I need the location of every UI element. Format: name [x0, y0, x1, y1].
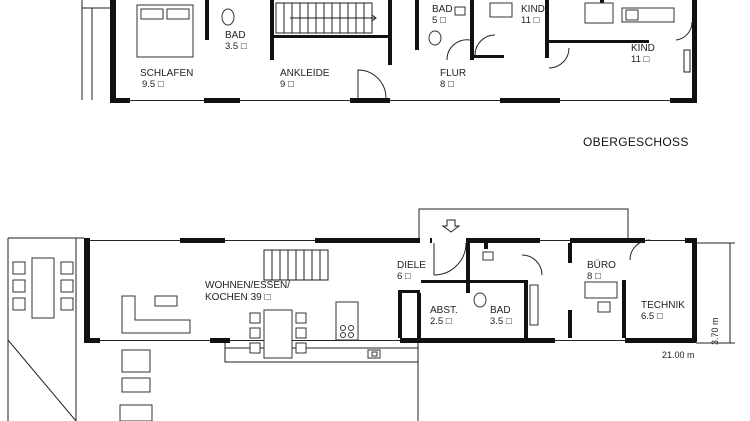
room-area-buero: 8 [587, 271, 592, 282]
floor-title-obergeschoss: OBERGESCHOSS [583, 135, 689, 149]
room-label-kind-1: KIND [521, 4, 545, 15]
svg-text:8 □: 8 □ [440, 79, 454, 90]
room-label-diele: DIELE [397, 260, 426, 271]
room-area-diele: 6 [397, 271, 402, 282]
upper-right-wall [692, 0, 697, 103]
svg-text:KOCHEN 39 □: KOCHEN 39 □ [205, 292, 271, 303]
room-area-abst: 2.5 [430, 316, 443, 327]
svg-text:9 □: 9 □ [280, 79, 294, 90]
kitchen-unit [335, 301, 359, 341]
garden-table [31, 257, 55, 319]
room-area-technik: 6.5 [641, 311, 654, 322]
sofa [121, 295, 191, 334]
room-area-ankleide: 9 [280, 79, 285, 90]
room-area-kind-1: 11 [521, 15, 531, 26]
entrance-canopy [418, 208, 629, 242]
room-label-technik: TECHNIK [641, 300, 685, 311]
upper-floor-plan: SCHLAFEN 9.5 □ BAD 3.5 □ ANKLEIDE 9 □ BA… [81, 0, 697, 149]
room-area-bad-2: 5 [432, 15, 437, 26]
room-label-bad-2: BAD [432, 4, 453, 15]
room-label-kind-2: KIND [631, 43, 655, 54]
room-area-schlafen: 9.5 [142, 79, 155, 90]
room-area-kind-2: 11 [631, 54, 641, 65]
ground-left-wall [84, 238, 90, 342]
room-area-bad-1: 3.5 [225, 41, 238, 52]
room-area-flur: 8 [440, 79, 445, 90]
room-label-flur: FLUR [440, 68, 466, 79]
room-label-bad-ground: BAD [490, 305, 511, 316]
entrance-arrow-icon [441, 219, 461, 233]
room-label-wohnen-essen: WOHNEN/ESSEN/ [205, 280, 290, 291]
room-label-ankleide: ANKLEIDE [280, 68, 330, 79]
ground-right-wall [692, 238, 697, 342]
room-area-bad-ground: 3.5 [490, 316, 503, 327]
room-area-wohnen: 39 [251, 292, 263, 303]
svg-text:3.5 □: 3.5 □ [225, 41, 247, 52]
room-label-kochen: KOCHEN [205, 292, 248, 303]
svg-text:5 □: 5 □ [432, 15, 446, 26]
room-label-abst: ABST. [430, 305, 458, 316]
upper-left-wall [110, 0, 116, 103]
room-label-buero: BÜRO [587, 259, 616, 271]
svg-text:9.5 □: 9.5 □ [142, 79, 164, 90]
svg-text:6.5 □: 6.5 □ [641, 311, 663, 322]
ground-top-wall [84, 238, 696, 243]
svg-text:2.5 □: 2.5 □ [430, 316, 452, 327]
svg-text:11 □: 11 □ [521, 15, 540, 26]
dining-table [263, 309, 293, 359]
svg-text:8 □: 8 □ [587, 271, 601, 282]
dimension-length: 21.00 m [662, 350, 695, 360]
room-label-bad-1: BAD [225, 30, 246, 41]
svg-text:3.5 □: 3.5 □ [490, 316, 512, 327]
ground-floor-plan: WOHNEN/ESSEN/ KOCHEN 39 □ DIELE 6 □ ABST… [7, 208, 735, 421]
room-label-schlafen: SCHLAFEN [140, 68, 193, 79]
dimension-width: 3.70 m [710, 317, 720, 345]
svg-text:11 □: 11 □ [631, 54, 650, 65]
svg-text:6 □: 6 □ [397, 271, 411, 282]
